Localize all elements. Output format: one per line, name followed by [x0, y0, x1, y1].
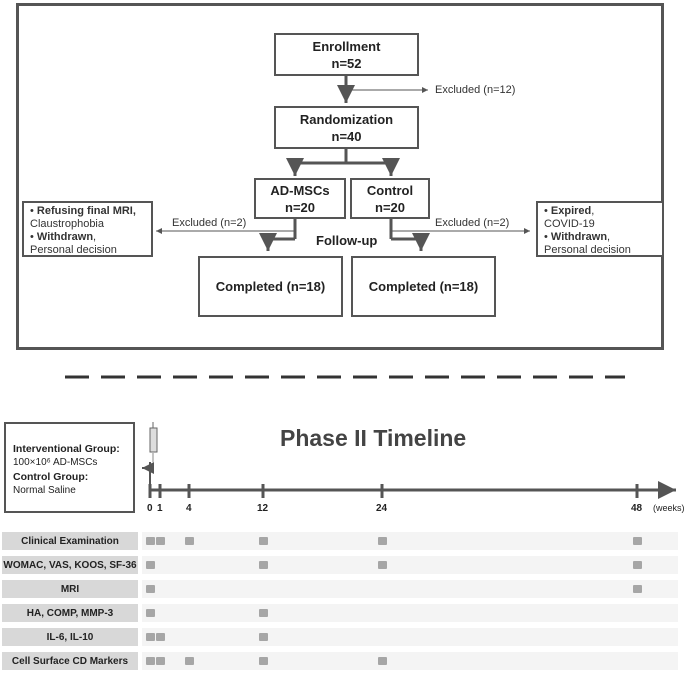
assessment-marker-week-0	[146, 657, 155, 665]
right-reason-1-detail: COVID-19	[544, 218, 595, 230]
completed-left-label: Completed (n=18)	[215, 279, 326, 294]
assessment-marker-week-4	[185, 657, 194, 665]
right-reason-1: • Expired,	[544, 205, 595, 217]
assessment-marker-week-0	[146, 561, 155, 569]
control-box: Control n=20	[350, 178, 430, 219]
left-reason-1: • Refusing final MRI,	[30, 205, 136, 217]
left-exclusion-reasons: • Refusing final MRI, Claustrophobia • W…	[22, 201, 153, 257]
completed-right-label: Completed (n=18)	[368, 279, 479, 294]
tick-label-1: 1	[157, 503, 163, 514]
interventional-text: 100×10⁶ AD-MSCs	[13, 457, 98, 468]
right-reason-2-detail: Personal decision	[544, 244, 631, 256]
assessment-marker-week-12	[259, 537, 268, 545]
tick-label-48: 48	[631, 503, 643, 514]
ad-mscs-box: AD-MSCs n=20	[254, 178, 346, 219]
assessment-marker-week-12	[259, 561, 268, 569]
randomization-count: n=40	[331, 128, 362, 144]
assessment-marker-week-48	[633, 537, 642, 545]
assessment-marker-week-0	[146, 537, 155, 545]
control-title: Control	[366, 182, 414, 198]
consort-frame	[16, 3, 664, 350]
assessment-marker-week-1	[156, 657, 165, 665]
timeline-row-label: Clinical Examination	[2, 532, 138, 550]
right-exclusion-reasons: • Expired, COVID-19 • Withdrawn, Persona…	[536, 201, 664, 257]
ad-mscs-count: n=20	[285, 199, 315, 215]
assessment-marker-week-1	[156, 633, 165, 641]
randomization-box: Randomization n=40	[274, 106, 419, 149]
excluded-enrollment-label: Excluded (n=12)	[435, 84, 516, 96]
left-reason-1-detail: Claustrophobia	[30, 218, 104, 230]
assessment-marker-week-12	[259, 633, 268, 641]
completed-right-box: Completed (n=18)	[351, 256, 496, 317]
timeline-row-label: HA, COMP, MMP-3	[2, 604, 138, 622]
syringe-icon	[149, 422, 158, 462]
left-reason-2: • Withdrawn,	[30, 231, 97, 243]
assessment-marker-week-24	[378, 657, 387, 665]
assessment-marker-week-24	[378, 561, 387, 569]
section-separator	[65, 375, 625, 379]
left-reason-2-detail: Personal decision	[30, 244, 117, 256]
ad-mscs-title: AD-MSCs	[270, 182, 330, 198]
right-reason-1-bold: Expired	[550, 205, 592, 217]
tick-label-0: 0	[147, 503, 153, 514]
control-text: Normal Saline	[13, 485, 76, 496]
randomization-title: Randomization	[299, 111, 394, 127]
timeline-row-band	[142, 532, 678, 550]
assessment-marker-week-48	[633, 561, 642, 569]
assessment-marker-week-12	[259, 609, 268, 617]
timeline-row-label: MRI	[2, 580, 138, 598]
assessment-marker-week-0	[146, 633, 155, 641]
assessment-marker-week-12	[259, 657, 268, 665]
group-info-box: Interventional Group: 100×10⁶ AD-MSCs Co…	[4, 422, 135, 513]
timeline-row-label: WOMAC, VAS, KOOS, SF-36	[2, 556, 138, 574]
timeline-row-band	[142, 628, 678, 646]
left-reason-1-bold: Refusing final MRI	[36, 205, 133, 217]
left-reason-2-bold: Withdrawn	[36, 231, 94, 243]
right-reason-2-bold: Withdrawn	[550, 231, 608, 243]
control-heading: Control Group:	[13, 471, 89, 483]
excluded-right-label: Excluded (n=2)	[435, 217, 510, 229]
excluded-left-label: Excluded (n=2)	[172, 217, 247, 229]
timeline-row-label: Cell Surface CD Markers	[2, 652, 138, 670]
timeline-row-label: IL-6, IL-10	[2, 628, 138, 646]
right-reason-2: • Withdrawn,	[544, 231, 611, 243]
assessment-marker-week-4	[185, 537, 194, 545]
timeline-row-band	[142, 556, 678, 574]
completed-left-box: Completed (n=18)	[198, 256, 343, 317]
enrollment-title: Enrollment	[312, 38, 381, 54]
assessment-marker-week-1	[156, 537, 165, 545]
timeline-row-band	[142, 604, 678, 622]
assessment-marker-week-48	[633, 585, 642, 593]
tick-label-12: 12	[257, 503, 269, 514]
assessment-marker-week-0	[146, 585, 155, 593]
enrollment-box: Enrollment n=52	[274, 33, 419, 76]
tick-label-24: 24	[376, 503, 388, 514]
timeline-row-band	[142, 652, 678, 670]
control-count: n=20	[375, 199, 405, 215]
tick-label-4: 4	[186, 503, 192, 514]
followup-label: Follow-up	[316, 233, 378, 248]
timeline-title: Phase II Timeline	[280, 425, 467, 451]
assessment-marker-week-24	[378, 537, 387, 545]
timeline-row-band	[142, 580, 678, 598]
interventional-heading: Interventional Group:	[13, 443, 120, 455]
weeks-unit-label: (weeks)	[653, 503, 685, 513]
enrollment-count: n=52	[331, 55, 362, 71]
assessment-marker-week-0	[146, 609, 155, 617]
